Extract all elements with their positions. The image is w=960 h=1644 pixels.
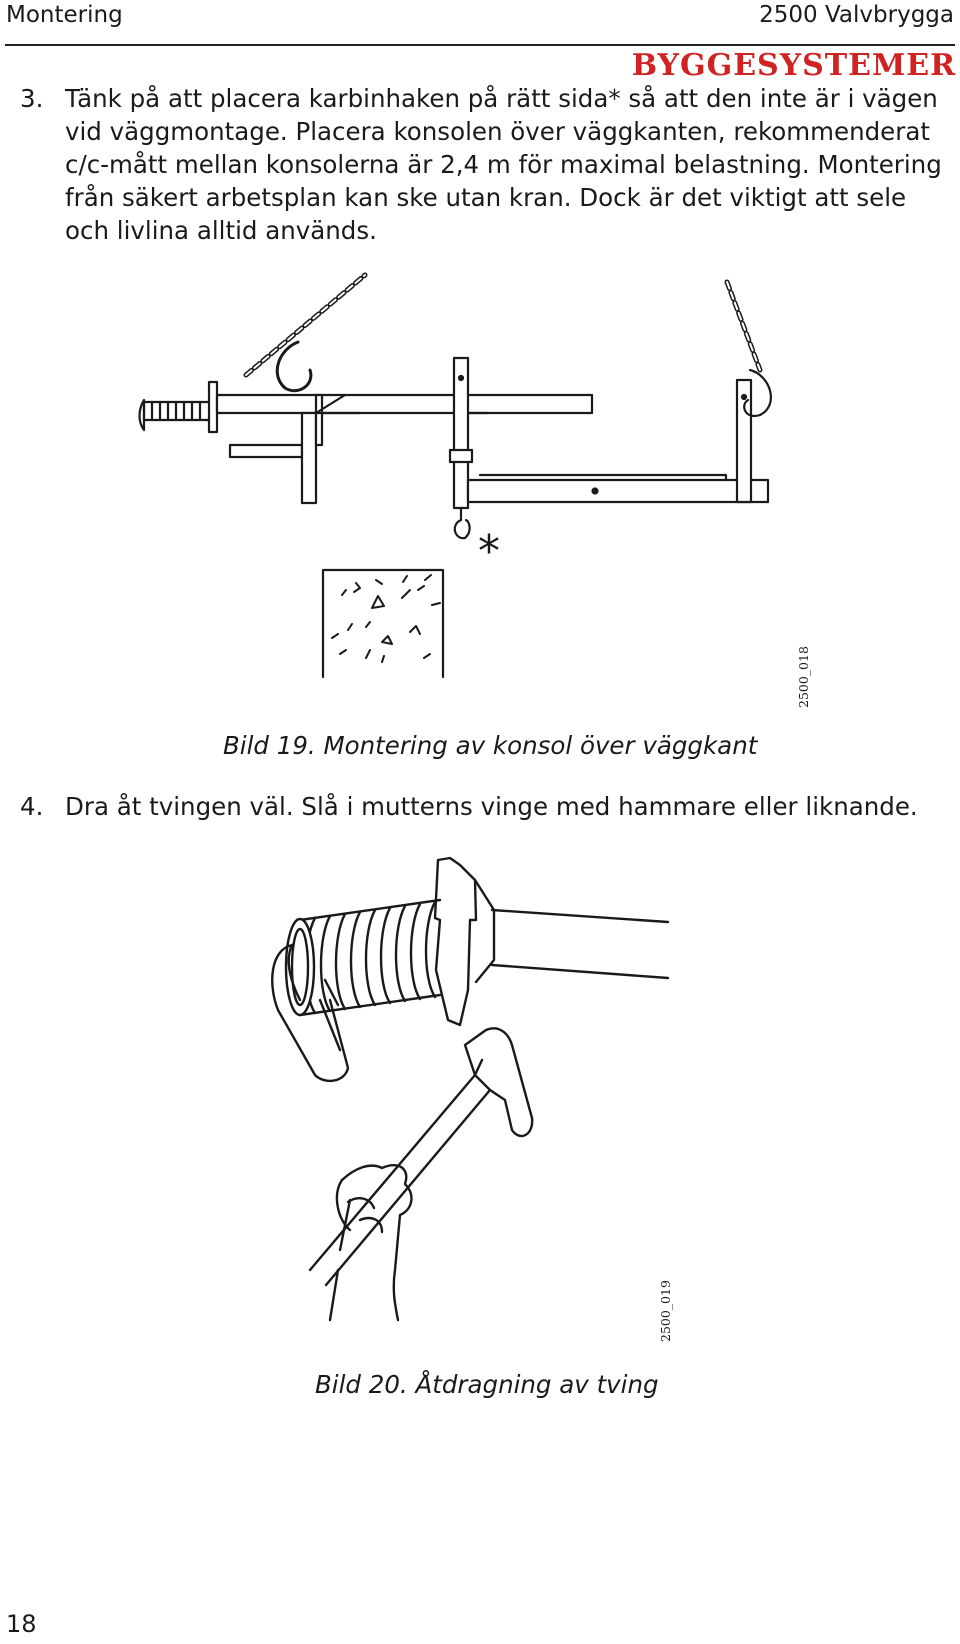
brand-logo: BYGGESYSTEMER — [631, 48, 956, 83]
figure-20-code: 2500_019 — [658, 1280, 673, 1342]
figure-19-code: 2500_018 — [796, 646, 811, 708]
step-4: 4. Dra åt tvingen väl. Slå i mutterns vi… — [20, 790, 942, 823]
header-section: Montering — [6, 2, 123, 28]
figure-19-illustration: * — [120, 270, 840, 720]
step-text: Tänk på att placera karbinhaken på rätt … — [65, 84, 942, 245]
figure-20-caption: Bild 20. Åtdragning av tving — [315, 1370, 659, 1399]
header-product: 2500 Valvbrygga — [759, 2, 954, 28]
clearance-marker: * — [478, 526, 500, 577]
page-number: 18 — [6, 1610, 37, 1638]
step-number: 3. — [20, 84, 44, 113]
figure-19-caption: Bild 19. Montering av konsol över väggka… — [223, 731, 758, 760]
left-chain — [243, 272, 368, 378]
header-rule — [5, 44, 955, 46]
step-3: 3. Tänk på att placera karbinhaken på rä… — [20, 82, 942, 247]
step-number: 4. — [20, 792, 44, 821]
figure-20-illustration — [270, 850, 680, 1350]
step-text: Dra åt tvingen väl. Slå i mutterns vinge… — [65, 792, 918, 821]
